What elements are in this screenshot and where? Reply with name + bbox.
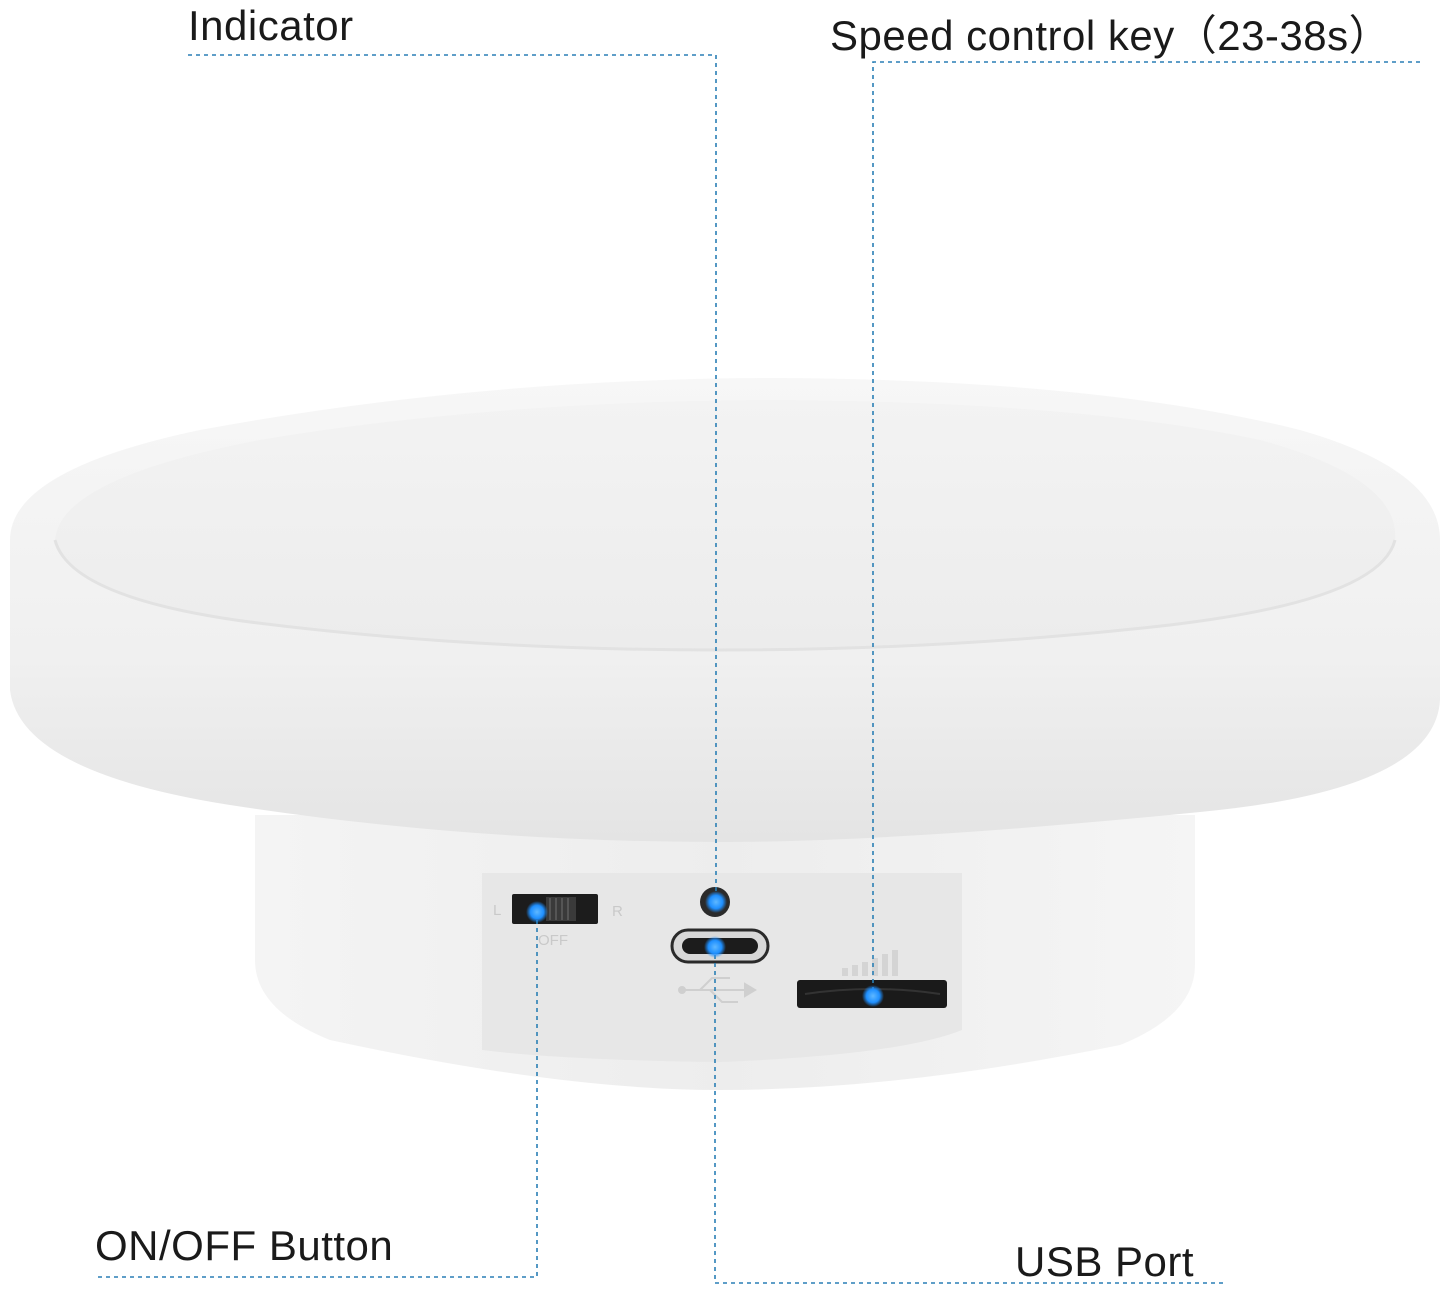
- indicator-dot: [705, 891, 727, 913]
- on-off-switch[interactable]: [512, 894, 598, 924]
- switch-mark-left: L: [493, 902, 501, 919]
- callout-lines: [95, 54, 1420, 1284]
- speed-control-label: Speed control key（23-38s）: [830, 12, 1392, 59]
- speed-dot: [862, 985, 884, 1007]
- callout-dots: [526, 891, 884, 1007]
- usb-port-label: USB Port: [1015, 1238, 1195, 1285]
- control-panel: [482, 873, 962, 1062]
- indicator-callout-line: [188, 54, 717, 902]
- switch-mark-right: R: [612, 903, 623, 920]
- on-off-callout-line: [95, 912, 538, 1278]
- switch-mark-off: OFF: [538, 932, 568, 949]
- usb-callout-line: [714, 947, 1225, 1284]
- usb-symbol-icon: [678, 977, 757, 1003]
- speed-bars-icon: [842, 950, 898, 976]
- speed-callout-line: [872, 61, 1420, 996]
- turntable-plate: [10, 378, 1440, 842]
- on-off-label: ON/OFF Button: [95, 1222, 394, 1269]
- usb-dot: [704, 936, 726, 958]
- indicator-label: Indicator: [188, 2, 354, 49]
- on-off-dot: [526, 901, 548, 923]
